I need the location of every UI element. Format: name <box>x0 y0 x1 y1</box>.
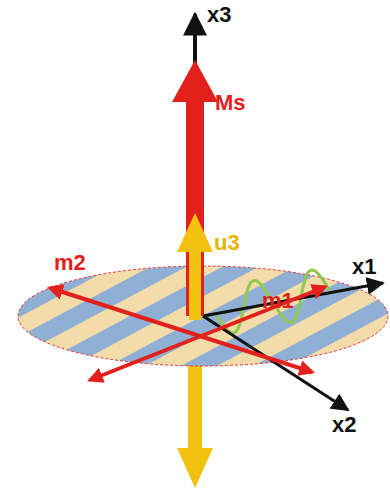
x1-axis <box>203 283 383 316</box>
vector-label: u3 <box>214 232 240 254</box>
axis-label: x2 <box>332 414 356 436</box>
m2-arrow <box>50 288 312 372</box>
x2-axis <box>203 316 348 410</box>
u3-up-head <box>177 213 213 252</box>
ms-head <box>172 60 218 102</box>
u3-down-head <box>177 448 213 488</box>
vector-label: m1 <box>262 290 294 312</box>
u3-up-shaft <box>189 250 201 320</box>
magnetization-label: Ms <box>215 92 246 114</box>
vector-label: m2 <box>54 252 86 274</box>
axis-label: x3 <box>207 4 231 26</box>
axis-label: x1 <box>352 256 376 278</box>
